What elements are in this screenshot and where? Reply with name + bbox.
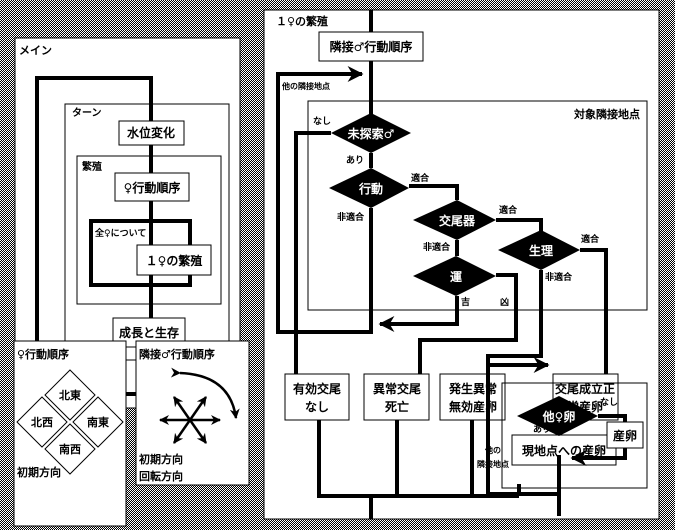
- main-panel-title: メイン: [19, 44, 52, 57]
- decision-physiology[interactable]: [498, 230, 580, 270]
- lay-egg-here-label: 現地点への産卵: [522, 443, 606, 458]
- unlucky-path: [418, 273, 518, 374]
- lay-return-path: [570, 448, 627, 466]
- water-level-label: 水位変化: [127, 125, 175, 140]
- direction-northeast: [44, 369, 96, 421]
- none-label-1: なし: [313, 116, 331, 127]
- growth-survival-label: 成長と生存: [119, 325, 179, 340]
- adjacent-male-order-box[interactable]: [318, 31, 424, 62]
- inner-target-frame: [501, 382, 648, 489]
- target-adjacent-label: 対象隣接地点: [573, 107, 640, 121]
- outcome-no-valid-mating[interactable]: [284, 373, 350, 421]
- decision-other-female-egg[interactable]: [517, 396, 598, 436]
- one-female-breeding-label: １♀の繁殖: [146, 253, 203, 268]
- decision-unexplored-male[interactable]: [331, 113, 411, 153]
- none-label-2: なし: [600, 397, 618, 408]
- outcome-developmental-l1: 発生異常: [448, 381, 497, 396]
- male-order-caption-1: 初期方向: [139, 452, 183, 466]
- female-order-panel-title: ♀行動順序: [17, 347, 69, 361]
- lucky-return-path: [378, 296, 459, 332]
- unsuitable-label-3: 非適合: [545, 271, 573, 283]
- copulatory-organ-label: 交尾器: [439, 213, 476, 228]
- for-all-females-label: 全♀について: [94, 227, 146, 239]
- outcome-no-valid-mating-l1: 有効交尾: [293, 381, 341, 396]
- other-adjacent-loop: [276, 66, 373, 334]
- flow-panel: １♀の繁殖 隣接♂行動順序 他の隣接地点 対象隣接地点 未探索♂ なし あり 行…: [263, 9, 660, 520]
- suitable-label-2: 適合: [499, 204, 518, 216]
- northeast-label: 北東: [59, 388, 82, 402]
- turn-label: ターン: [72, 107, 102, 119]
- direction-southwest: [44, 423, 96, 475]
- decision-copulatory-organ[interactable]: [413, 200, 496, 240]
- female-order-label: ♀行動順序: [124, 180, 181, 195]
- flow-panel-title: １♀の繁殖: [276, 14, 328, 28]
- unsuitable-label-2: 非適合: [423, 241, 451, 253]
- outcome-abnormal-mating-l1: 異常交尾: [373, 381, 421, 396]
- other-adjacent-2-l2: 隣接地点: [477, 459, 509, 469]
- breeding-label: 繁殖: [81, 160, 102, 173]
- exists-label-1: あり: [346, 155, 364, 166]
- male-order-panel-title: 隣接♂行動順序: [139, 347, 215, 361]
- behavior-label: 行動: [358, 181, 383, 196]
- outcome-abnormal-mating-l2: 死亡: [385, 399, 409, 414]
- suitable-label-3: 適合: [581, 233, 600, 245]
- unlucky-label: 凶: [500, 297, 509, 308]
- direction-northwest: [16, 396, 68, 448]
- exists-label-2: あり: [533, 424, 551, 435]
- physiology-suitable-path: [580, 248, 608, 374]
- direction-southeast: [72, 396, 124, 448]
- rotation-arrow-icon: [170, 367, 240, 419]
- decision-luck[interactable]: [413, 256, 496, 296]
- outcome-no-valid-mating-l2: なし: [305, 400, 329, 414]
- outcome-abnormal-mating[interactable]: [363, 373, 430, 421]
- outcome-developmental-abnormality[interactable]: [439, 373, 506, 421]
- physiology-label: 生理: [529, 243, 553, 258]
- target-adjacent-frame: [307, 100, 648, 311]
- southwest-label: 南西: [59, 442, 81, 456]
- female-order-caption: 初期方向: [17, 465, 61, 479]
- decision-behavior[interactable]: [329, 168, 409, 208]
- outcome-developmental-l2: 無効産卵: [449, 399, 497, 414]
- unsuitable-label-1: 非適合: [337, 211, 365, 223]
- one-female-breeding-box[interactable]: [136, 244, 212, 276]
- other-adjacent-2-l1: 他の: [484, 445, 501, 455]
- northwest-label: 北西: [31, 415, 53, 429]
- other-adjacent-label: 他の隣接地点: [281, 81, 330, 91]
- adjacent-male-order-label: 隣接♂行動順序: [330, 39, 413, 54]
- southeast-label: 南東: [87, 415, 110, 429]
- suitable-label-1: 適合: [411, 172, 430, 184]
- organ-suitable-path: [496, 218, 543, 232]
- behavior-suitable-path: [409, 184, 459, 200]
- lay-egg-label: 産卵: [613, 428, 637, 443]
- none-path: [294, 131, 331, 374]
- luck-label: 運: [450, 270, 462, 284]
- none-to-lay-path: [598, 414, 627, 422]
- outcome-success-l1: 交尾成立正: [555, 381, 615, 396]
- unexplored-male-label: 未探索♂: [347, 126, 395, 141]
- water-level-box[interactable]: [118, 120, 185, 146]
- merge-bus: [317, 420, 519, 498]
- other-female-egg-label: 他♀卵: [542, 409, 576, 424]
- female-order-panel: ♀行動順序 北東 北西 南東 南西 初期方向: [13, 340, 127, 527]
- lucky-label: 吉: [461, 296, 470, 308]
- male-order-panel: 隣接♂行動順序 初期方向 回転方向: [135, 340, 250, 486]
- male-order-caption-2: 回転方向: [139, 469, 183, 483]
